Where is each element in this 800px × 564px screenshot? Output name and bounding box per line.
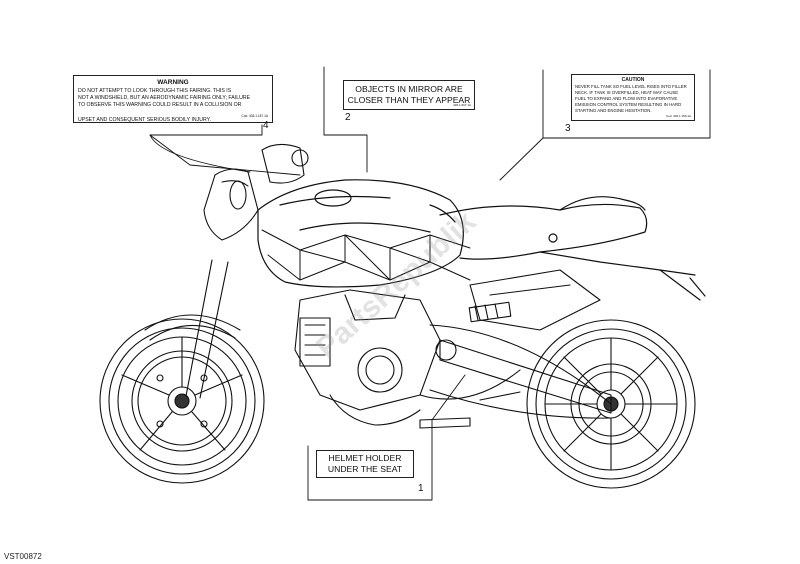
warning-line-2: NOT A WINDSHIELD, BUT AN AERODYNAMIC FAI… <box>78 95 251 101</box>
callout-3: 3 <box>565 123 571 134</box>
helmet-line-2: UNDER THE SEAT <box>327 464 403 474</box>
mirror-label: OBJECTS IN MIRROR ARE CLOSER THAN THEY A… <box>343 80 475 110</box>
caution-line-1: NEVER FILL TANK SO FUEL LEVEL RISES INTO… <box>575 84 687 89</box>
caution-title: CAUTION <box>621 77 645 83</box>
mirror-line-1: OBJECTS IN MIRROR ARE <box>355 84 463 94</box>
caution-line-4: EMISSION CONTROL SYSTEM RESULTING IN HAR… <box>575 102 682 107</box>
warning-line-3: TO OBSERVE THIS WARNING COULD RESULT IN … <box>78 102 242 108</box>
caution-line-5: STARTING AND ENGINE HESITATION. <box>575 108 652 113</box>
mirror-code: 436.1.607.1A <box>453 103 471 107</box>
warning-title: WARNING <box>157 79 189 86</box>
diagram-code: VST00872 <box>4 552 42 561</box>
caution-label: CAUTION NEVER FILL TANK SO FUEL LEVEL RI… <box>571 74 695 121</box>
callout-2: 2 <box>345 112 351 123</box>
front-wheel <box>99 318 265 484</box>
warning-label: WARNING DO NOT ATTEMPT TO LOOK THROUGH T… <box>73 75 273 123</box>
warning-line-1: DO NOT ATTEMPT TO LOOK THROUGH THIS FAIR… <box>78 88 232 94</box>
footpegs <box>419 391 521 429</box>
seat-tail <box>439 196 706 301</box>
exhaust <box>419 269 601 400</box>
caution-line-2: NECK. IF TANK IS OVERFILLED, HEAT MAY CA… <box>575 90 679 95</box>
warning-code: Cod. 436.1.187.1A <box>241 114 268 118</box>
mirror-line-2: CLOSER THAN THEY APPEAR <box>347 95 471 105</box>
headlight-fairing <box>203 143 309 241</box>
warning-line-4: UPSET AND CONSEQUENT SERIOUS BODILY INJU… <box>78 117 211 123</box>
callout-4: 4 <box>263 120 269 131</box>
caution-line-3: FUEL TO EXPAND AND FLOW INTO EVAPORATIVE <box>575 96 678 101</box>
helmet-label: HELMET HOLDER UNDER THE SEAT <box>316 450 414 478</box>
rear-shock <box>468 301 512 323</box>
callout-1: 1 <box>418 483 424 494</box>
fuel-tank <box>257 179 464 288</box>
callout-leaders <box>149 66 711 501</box>
swingarm <box>429 324 612 419</box>
trellis-frame <box>261 229 471 281</box>
helmet-line-1: HELMET HOLDER <box>328 453 402 463</box>
front-fork <box>144 259 241 399</box>
caution-code: Cod. 436.1.159.1A <box>665 114 691 118</box>
